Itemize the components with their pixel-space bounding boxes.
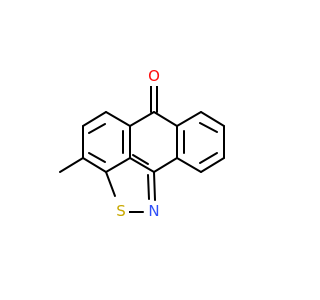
bond	[105, 111, 131, 127]
nitrogen-atom: N	[146, 202, 162, 221]
bond	[200, 111, 225, 127]
bond	[199, 122, 218, 133]
bond	[88, 152, 106, 163]
bond	[132, 154, 149, 165]
bond	[105, 171, 116, 197]
structure-canvas: O S N	[59, 67, 225, 221]
bond	[82, 157, 107, 173]
bond	[153, 171, 156, 201]
bond	[176, 111, 202, 127]
bond	[153, 157, 178, 173]
bond	[88, 123, 106, 134]
bonds	[59, 85, 225, 213]
bond	[176, 157, 202, 173]
bond	[199, 152, 218, 164]
bond	[59, 157, 84, 173]
oxygen-label: O	[148, 67, 160, 85]
bond	[129, 111, 155, 127]
bond	[105, 157, 131, 173]
nitrogen-label: N	[148, 202, 159, 220]
oxygen-atom: O	[146, 67, 162, 86]
sulfur-atom: S	[113, 202, 129, 221]
bond	[147, 174, 150, 200]
bond	[153, 111, 178, 127]
bond	[129, 157, 155, 173]
sulfur-label: S	[116, 202, 126, 220]
molecule-structure: O S N	[59, 67, 225, 221]
bond	[200, 157, 225, 173]
bond	[82, 111, 107, 127]
